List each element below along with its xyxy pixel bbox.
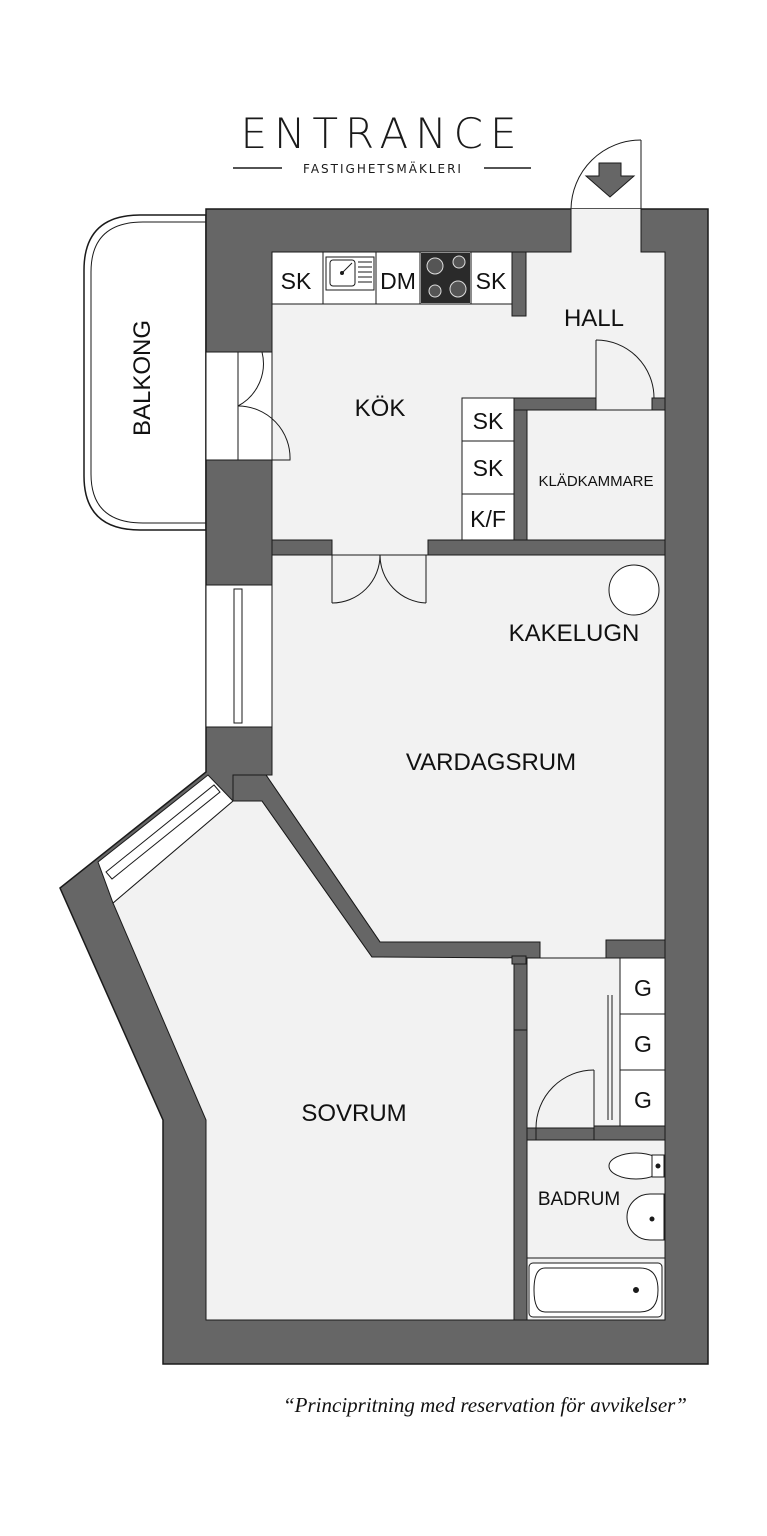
sink-icon (325, 256, 375, 291)
entrance-arrow-icon (584, 162, 636, 198)
balcony (83, 214, 207, 531)
label-kok: KÖK (355, 395, 406, 422)
label-unit-sk-1: SK (473, 408, 504, 434)
bedroom-right-wall (513, 1029, 528, 1321)
kitchen-counter (271, 251, 513, 305)
room-floors (112, 230, 666, 1321)
fixture-labels: SK DM SK SK SK K/F G G G (281, 268, 652, 1113)
floor-passage (526, 957, 621, 1129)
disclaimer: “Principritning med reservation för avvi… (283, 1393, 687, 1417)
label-hall: HALL (564, 305, 624, 332)
brand-tagline: FASTIGHETSMÄKLERI (303, 161, 463, 176)
label-sovrum: SOVRUM (301, 1100, 406, 1127)
label-badrum: BADRUM (538, 1189, 620, 1210)
label-wardrobe-g-2: G (634, 1031, 652, 1057)
hall-wall-stub (511, 251, 527, 317)
brand-name: ENTRANCE (240, 109, 523, 158)
stove-icon (421, 253, 470, 303)
bedroom-living-wall (232, 774, 541, 959)
closet-walls (513, 397, 666, 541)
label-wardrobe-g-1: G (634, 975, 652, 1001)
label-kakelugn: KAKELUGN (509, 620, 640, 647)
windows (97, 584, 273, 904)
kitchen-units (461, 397, 515, 541)
label-kitchen-sk-2: SK (476, 268, 507, 294)
label-wardrobe-g-3: G (634, 1087, 652, 1113)
wardrobes (607, 957, 666, 1127)
wardrobe-walls (593, 939, 666, 1141)
label-unit-sk-2: SK (473, 455, 504, 481)
label-unit-kf: K/F (470, 506, 506, 532)
bathroom-fixtures (527, 1152, 665, 1318)
label-kitchen-dm: DM (380, 268, 416, 294)
label-kladkammare: KLÄDKAMMARE (538, 473, 653, 490)
label-balkong: BALKONG (129, 320, 156, 436)
label-kitchen-sk-1: SK (281, 268, 312, 294)
toilet-icon (608, 1152, 665, 1180)
bathtub-icon (528, 1262, 663, 1318)
brand-logo: ENTRANCE FASTIGHETSMÄKLERI (233, 109, 531, 176)
kitchen-living-wall (271, 539, 666, 556)
room-labels: BALKONG KÖK HALL KLÄDKAMMARE KAKELUGN VA… (129, 305, 654, 1210)
label-vardagsrum: VARDAGSRUM (406, 749, 576, 776)
kakelugn-icon (608, 564, 660, 616)
washbasin-icon (626, 1193, 665, 1241)
